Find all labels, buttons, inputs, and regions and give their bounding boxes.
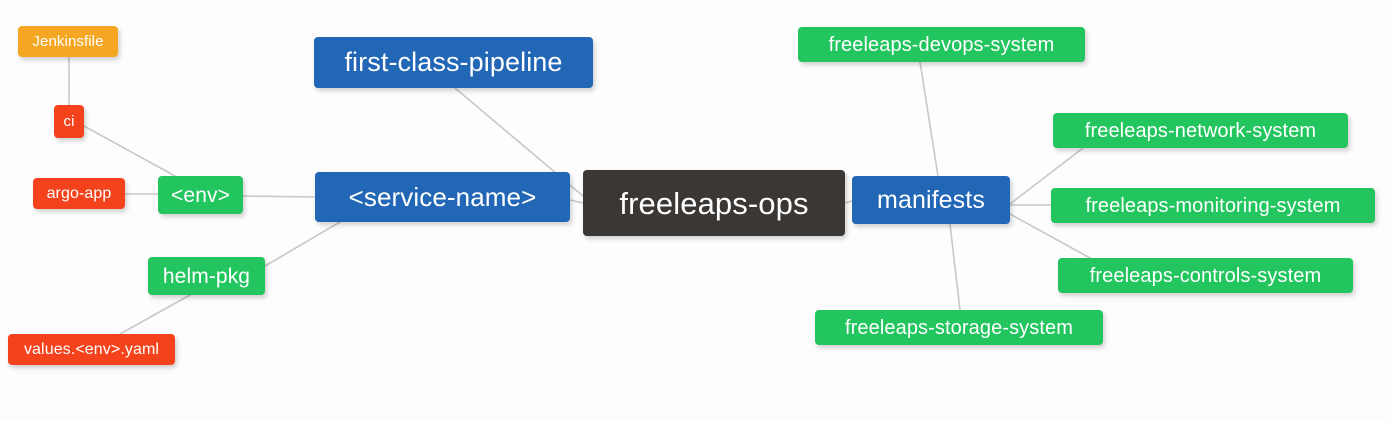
node-first-class-pipeline[interactable]: first-class-pipeline [314, 37, 593, 88]
node-label-freeleaps-ops: freeleaps-ops [619, 185, 809, 221]
node-label-values-yaml: values.<env>.yaml [23, 340, 160, 358]
node-values-yaml[interactable]: values.<env>.yaml [8, 334, 175, 365]
node-jenkinsfile[interactable]: Jenkinsfile [18, 26, 118, 57]
node-label-network-system: freeleaps-network-system [1084, 119, 1317, 142]
edge-env-to-ci [83, 125, 176, 177]
node-label-service-name: <service-name> [348, 182, 537, 212]
edge-service-name-to-env [242, 195, 316, 198]
node-label-manifests: manifests [877, 185, 985, 214]
edge-helm-pkg-to-values-yaml [119, 294, 191, 335]
node-freeleaps-ops[interactable]: freeleaps-ops [583, 170, 845, 236]
node-service-name[interactable]: <service-name> [315, 172, 570, 222]
node-controls-system[interactable]: freeleaps-controls-system [1058, 258, 1353, 293]
edge-service-name-to-helm-pkg [264, 221, 341, 267]
node-label-jenkinsfile: Jenkinsfile [32, 33, 104, 50]
node-label-controls-system: freeleaps-controls-system [1089, 264, 1322, 287]
node-label-first-class-pipeline: first-class-pipeline [344, 47, 563, 77]
node-devops-system[interactable]: freeleaps-devops-system [798, 27, 1085, 62]
node-env[interactable]: <env> [158, 176, 243, 214]
node-manifests[interactable]: manifests [852, 176, 1010, 224]
node-label-ci: ci [63, 113, 75, 130]
node-label-devops-system: freeleaps-devops-system [828, 33, 1055, 56]
node-label-env: <env> [171, 183, 230, 207]
edge-manifests-to-devops-system [919, 61, 939, 177]
edge-freeleaps-ops-to-manifests [844, 200, 853, 204]
edge-manifests-to-storage-system [949, 223, 961, 311]
node-network-system[interactable]: freeleaps-network-system [1053, 113, 1348, 148]
node-label-monitoring-system: freeleaps-monitoring-system [1085, 194, 1341, 217]
node-argo-app[interactable]: argo-app [33, 178, 125, 209]
node-label-storage-system: freeleaps-storage-system [844, 316, 1074, 339]
node-monitoring-system[interactable]: freeleaps-monitoring-system [1051, 188, 1375, 223]
edge-freeleaps-ops-to-service-name [569, 199, 584, 204]
node-storage-system[interactable]: freeleaps-storage-system [815, 310, 1103, 345]
node-ci[interactable]: ci [54, 105, 84, 138]
node-helm-pkg[interactable]: helm-pkg [148, 257, 265, 295]
node-label-argo-app: argo-app [46, 184, 112, 202]
node-label-helm-pkg: helm-pkg [162, 264, 251, 288]
